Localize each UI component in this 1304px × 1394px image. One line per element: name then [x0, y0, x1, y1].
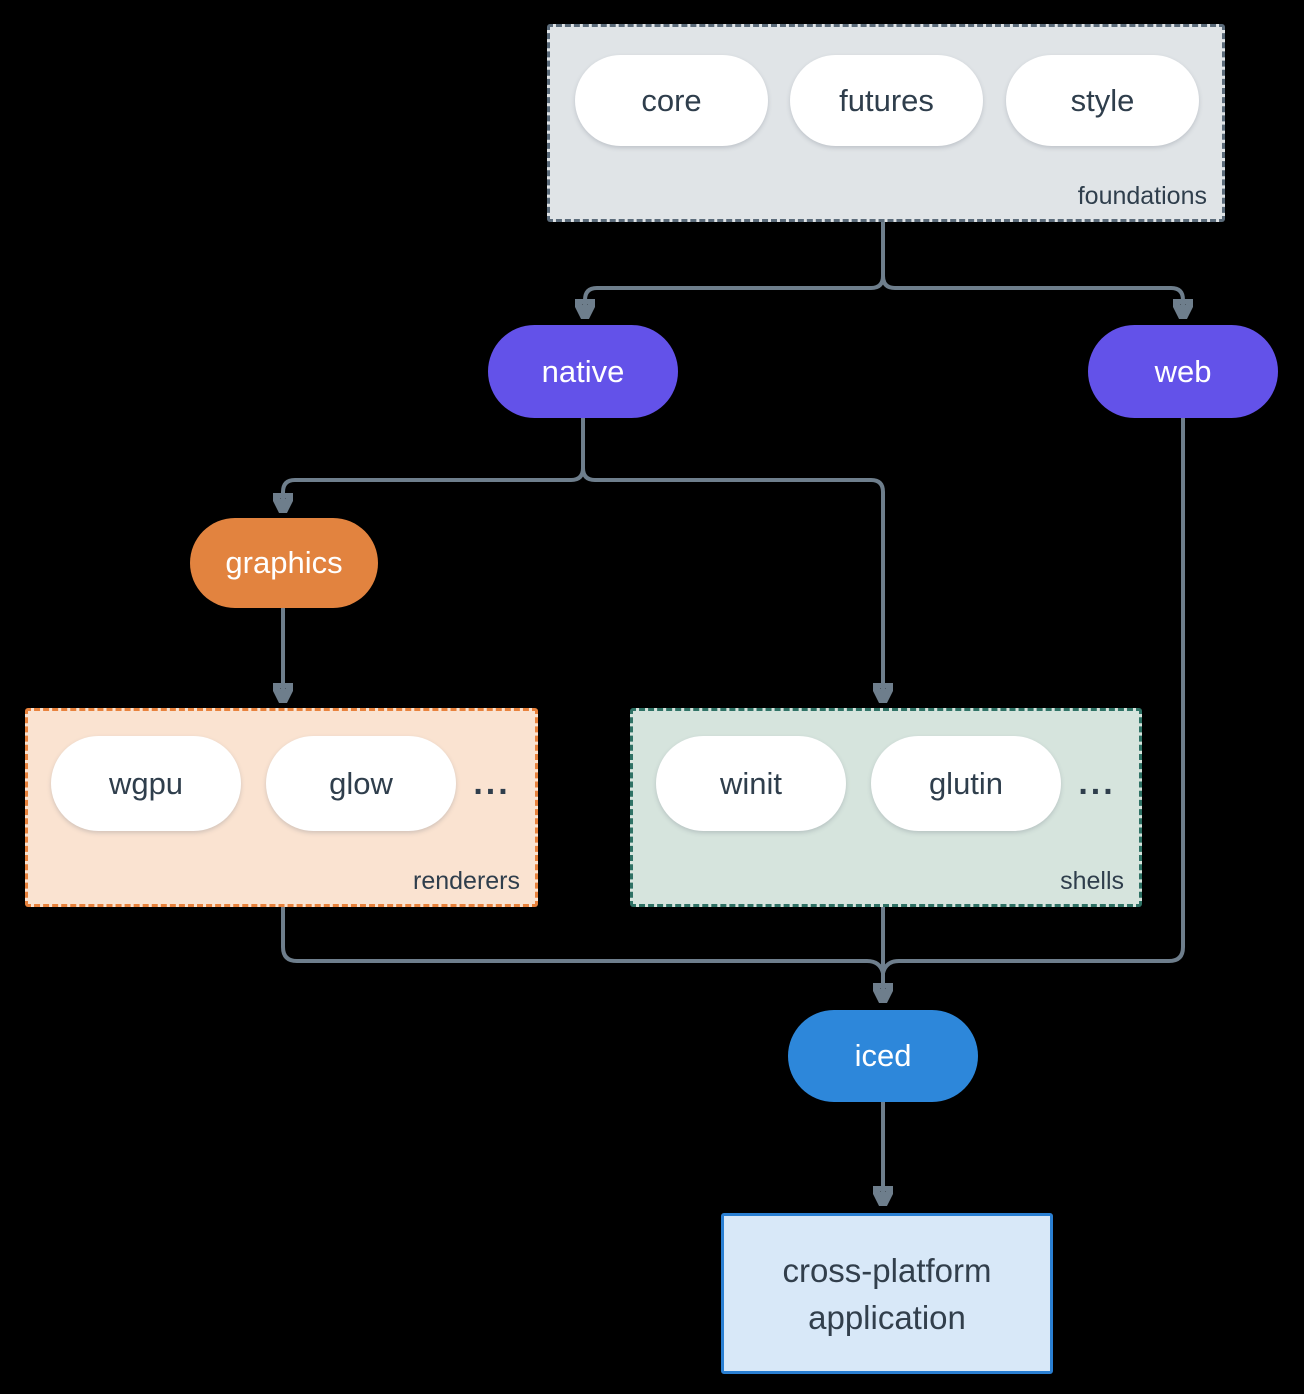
- node-futures: futures: [790, 55, 983, 146]
- node-wgpu: wgpu: [51, 736, 241, 831]
- node-cross-platform-application: cross-platform application: [721, 1213, 1053, 1374]
- application-label-line1: cross-platform: [782, 1251, 992, 1289]
- renderers-ellipsis: ...: [473, 764, 511, 802]
- node-glutin: glutin: [871, 736, 1061, 831]
- foundations-group-box: core futures style foundations: [547, 24, 1225, 222]
- node-style-label: style: [1070, 82, 1135, 118]
- node-iced-label: iced: [854, 1038, 912, 1073]
- shells-ellipsis: ...: [1078, 764, 1116, 802]
- edge-native-to-graphics: [283, 418, 585, 507]
- node-native: native: [488, 325, 678, 418]
- edge-foundations-to-native: [585, 216, 885, 313]
- node-native-label: native: [541, 353, 625, 389]
- edge-renderers-to-merge: [281, 901, 885, 974]
- node-web-label: web: [1154, 353, 1212, 389]
- node-winit-label: winit: [719, 765, 782, 801]
- node-glow-label: glow: [329, 765, 393, 801]
- shells-group-label: shells: [1060, 867, 1124, 895]
- node-web: web: [1088, 325, 1278, 418]
- node-graphics: graphics: [190, 518, 378, 608]
- node-winit: winit: [656, 736, 846, 831]
- node-iced: iced: [788, 1010, 978, 1102]
- node-core-label: core: [641, 82, 702, 118]
- shells-group-box: winit glutin ... shells: [630, 708, 1142, 907]
- node-graphics-label: graphics: [225, 545, 343, 580]
- edge-foundations-to-web: [881, 216, 1183, 313]
- renderers-group-box: wgpu glow ... renderers: [25, 708, 538, 907]
- node-glutin-label: glutin: [928, 765, 1004, 801]
- foundations-group-label: foundations: [1077, 182, 1207, 210]
- edge-native-to-shells: [581, 418, 883, 697]
- node-wgpu-label: wgpu: [108, 765, 184, 801]
- node-core: core: [575, 55, 768, 146]
- renderers-group-label: renderers: [413, 867, 520, 895]
- node-glow: glow: [266, 736, 456, 831]
- node-futures-label: futures: [839, 82, 934, 118]
- application-label-line2: application: [808, 1298, 966, 1336]
- edge-web-to-merge: [881, 418, 1185, 974]
- node-style: style: [1006, 55, 1199, 146]
